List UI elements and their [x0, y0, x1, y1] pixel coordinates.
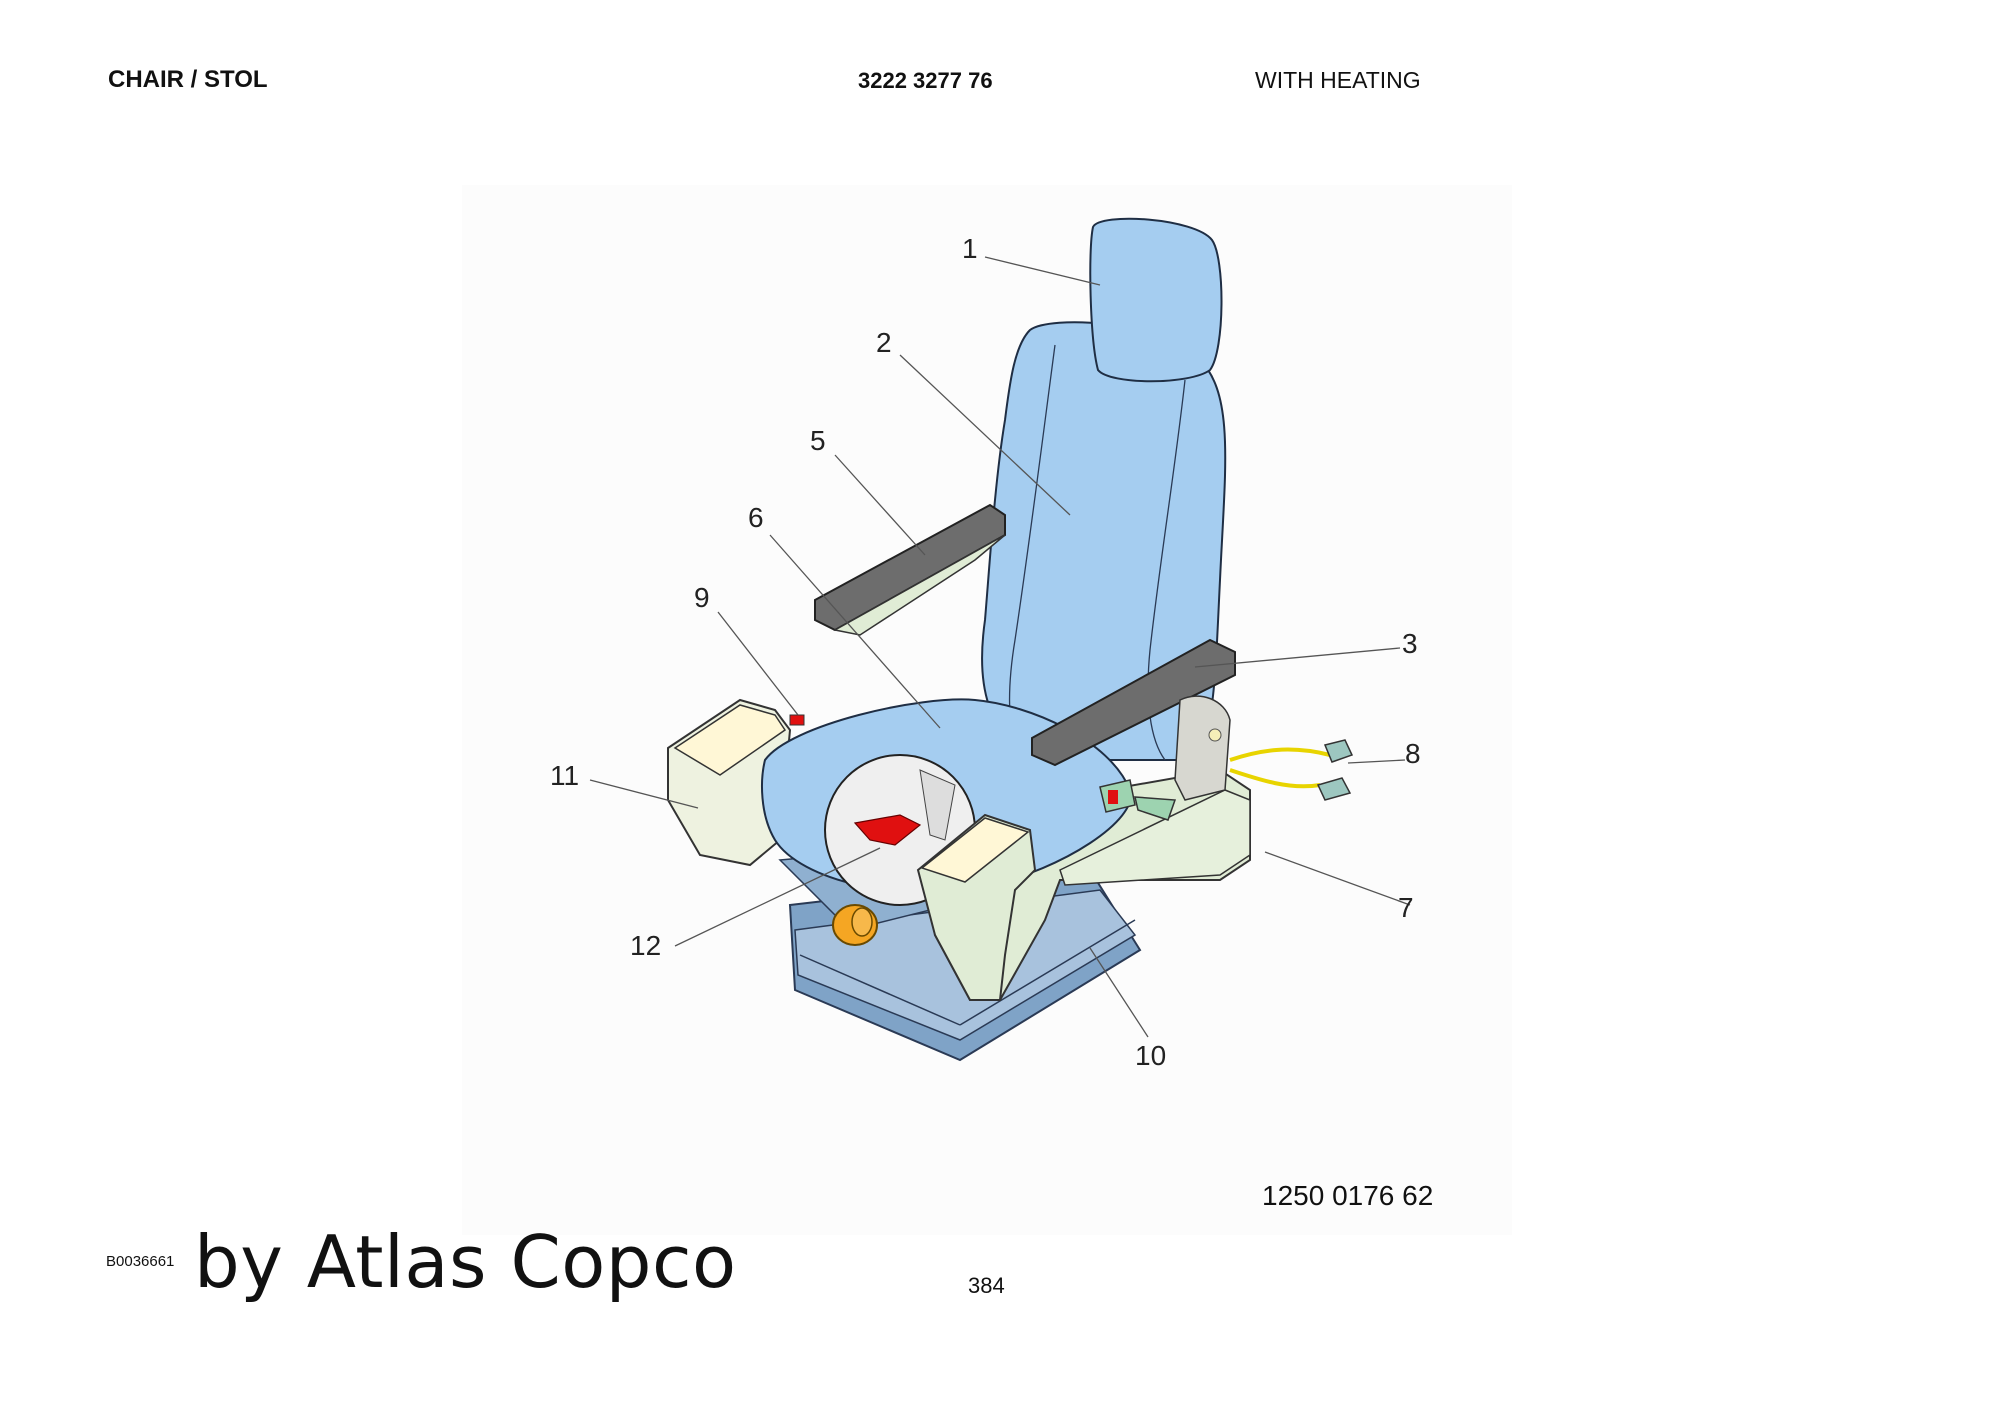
page-title: CHAIR / STOL: [108, 66, 268, 93]
right-armrest: [1031, 638, 1236, 801]
callout-8: 8: [1405, 738, 1421, 769]
document-code: B0036661: [106, 1253, 175, 1270]
leader-lines: [589, 256, 1411, 1038]
callout-3: 3: [1402, 628, 1418, 659]
headrest: [1089, 217, 1223, 383]
callout-2: 2: [876, 327, 892, 358]
heating-connectors: [1229, 739, 1354, 801]
page-number: 384: [968, 1273, 1005, 1298]
variant-label: WITH HEATING: [1255, 67, 1421, 93]
callout-11: 11: [550, 760, 579, 791]
callout-7: 7: [1398, 892, 1414, 923]
callout-5: 5: [810, 425, 826, 456]
figure-reference-code: 1250 0176 62: [1262, 1180, 1434, 1211]
front-storage-box: [916, 813, 1037, 1001]
brand-watermark: by Atlas Copco: [194, 1220, 737, 1304]
seat-belt-buckle: [1099, 779, 1177, 821]
heating-switch: [789, 714, 805, 726]
callouts: 1 2 3 5 6 7 8 9 10 11 12: [550, 233, 1421, 1071]
callout-1: 1: [962, 233, 978, 264]
height-adjust-knob: [832, 904, 878, 946]
part-number: 3222 3277 76: [858, 68, 993, 93]
callout-6: 6: [748, 502, 764, 533]
callout-10: 10: [1135, 1040, 1166, 1071]
left-armrest: [814, 503, 1006, 636]
callout-9: 9: [694, 582, 710, 613]
callout-12: 12: [630, 930, 661, 961]
